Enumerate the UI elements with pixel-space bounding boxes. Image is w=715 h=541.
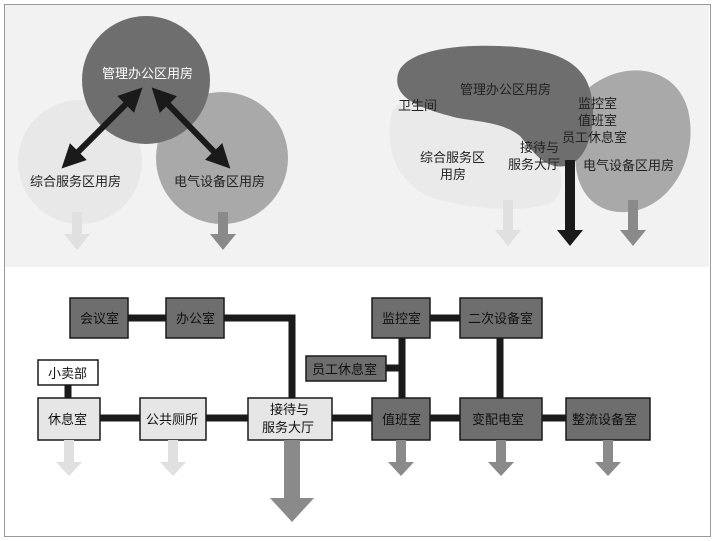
flow-box-secondary: 二次设备室 (459, 297, 543, 339)
venn-down-arrow-electric (210, 212, 236, 250)
flow-label-secondary: 二次设备室 (468, 311, 533, 327)
blob-label-service-1: 综合服务区 (420, 150, 485, 166)
flow-label-reception-2: 服务大厅 (262, 420, 314, 436)
flow-label-toilet: 公共厕所 (146, 413, 198, 428)
flow-label-duty: 值班室 (382, 412, 421, 428)
blob-label-electric: 电气设备区用房 (583, 158, 674, 174)
flow-box-office: 办公室 (165, 297, 225, 339)
venn-diagram: 管理办公区用房 综合服务区用房 电气设备区用房 (18, 16, 288, 250)
blob-down-arrow-electric (620, 200, 646, 246)
blob-down-arrow-reception (557, 160, 583, 246)
venn-label-office: 管理办公区用房 (102, 66, 193, 82)
blob-label-reception-1: 接待与 (520, 140, 559, 156)
flow-label-reception-1: 接待与 (270, 402, 309, 418)
flow-down-arrow-toilet (160, 440, 186, 476)
flow-box-duty: 值班室 (371, 397, 431, 441)
blob-label-monitor: 监控室 (578, 96, 617, 112)
flow-box-staff-rest: 员工休息室 (305, 355, 387, 382)
flow-label-staff-rest: 员工休息室 (312, 362, 377, 378)
blob-label-toilet: 卫生间 (398, 99, 437, 114)
flow-label-meeting: 会议室 (80, 311, 119, 327)
blob-region-office (397, 45, 593, 167)
venn-arrow-right (151, 87, 231, 169)
flow-box-shop: 小卖部 (37, 359, 99, 386)
flow-label-monitor: 监控室 (382, 311, 421, 327)
flow-box-toilet: 公共厕所 (139, 397, 207, 441)
flow-label-office: 办公室 (176, 311, 215, 327)
venn-down-arrow-service (64, 212, 90, 250)
flow-diagram: 会议室 办公室 小卖部 休息室 公共厕所 接待与 服务大厅 监控室 (37, 297, 651, 522)
flow-box-substation: 变配电室 (459, 397, 543, 441)
blob-label-reception-2: 服务大厅 (508, 157, 560, 173)
blob-label-office: 管理办公区用房 (460, 82, 551, 98)
venn-label-electric: 电气设备区用房 (174, 174, 265, 190)
blob-label-staff-rest: 员工休息室 (562, 130, 627, 146)
flow-down-arrow-rest (56, 440, 82, 476)
flow-box-reception: 接待与 服务大厅 (247, 397, 333, 441)
blob-diagram: 卫生间 管理办公区用房 接待与 服务大厅 综合服务区 用房 监控室 值班室 员工… (389, 45, 691, 246)
venn-label-service: 综合服务区用房 (30, 174, 121, 190)
blob-region-electric (575, 70, 691, 213)
flow-box-monitor: 监控室 (371, 297, 431, 339)
venn-arrow-left (61, 87, 143, 169)
flow-label-shop: 小卖部 (48, 367, 87, 382)
blob-down-arrow-service (495, 200, 521, 246)
blob-label-service-2: 用房 (440, 167, 466, 183)
flow-label-substation: 变配电室 (472, 412, 524, 428)
flow-down-arrow-rectifier (595, 440, 621, 476)
flow-connectors (64, 314, 566, 422)
blob-label-duty: 值班室 (578, 113, 617, 129)
flow-label-rest: 休息室 (48, 412, 87, 428)
flow-down-arrow-reception (270, 440, 314, 522)
flow-box-rectifier: 整流设备室 (565, 397, 651, 441)
flow-box-rest: 休息室 (37, 397, 101, 441)
flow-label-rectifier: 整流设备室 (572, 412, 637, 428)
flow-down-arrow-substation (488, 440, 514, 476)
blob-region-service (389, 99, 562, 209)
flow-box-meeting: 会议室 (69, 297, 129, 339)
flow-down-arrow-duty (388, 440, 414, 476)
